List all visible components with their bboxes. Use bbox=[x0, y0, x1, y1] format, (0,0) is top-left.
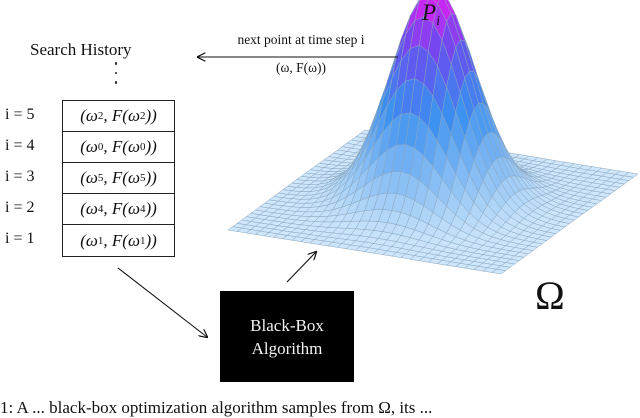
history-to-algorithm-arrow bbox=[117, 267, 207, 337]
search-history-title: Search History bbox=[30, 40, 132, 59]
diagram-canvas bbox=[117, 0, 639, 409]
surface-patch bbox=[491, 268, 507, 275]
next-point-label: next point at time step i bbox=[237, 32, 365, 47]
vertical-ellipsis-icon bbox=[112, 62, 120, 92]
black-box-algorithm: Black-Box Algorithm bbox=[220, 291, 354, 382]
history-row-label: i = 4 bbox=[5, 137, 35, 154]
figure-caption: 1: A ... black-box optimization algorith… bbox=[0, 398, 433, 417]
next-point-sublabel: (ω, F(ω)) bbox=[275, 60, 326, 75]
peak-label: Pi bbox=[422, 0, 440, 29]
history-row-label: i = 3 bbox=[5, 168, 35, 185]
algorithm-to-surface-arrow bbox=[286, 252, 316, 283]
domain-omega-label: Ω bbox=[535, 273, 565, 318]
gaussian-surface-plot bbox=[227, 0, 639, 275]
black-box-line1: Black-Box bbox=[250, 315, 324, 335]
history-row-label: i = 2 bbox=[5, 199, 35, 216]
history-row-label: i = 5 bbox=[5, 106, 35, 123]
black-box-line2: Algorithm bbox=[251, 338, 323, 358]
history-row-label: i = 1 bbox=[5, 230, 35, 247]
